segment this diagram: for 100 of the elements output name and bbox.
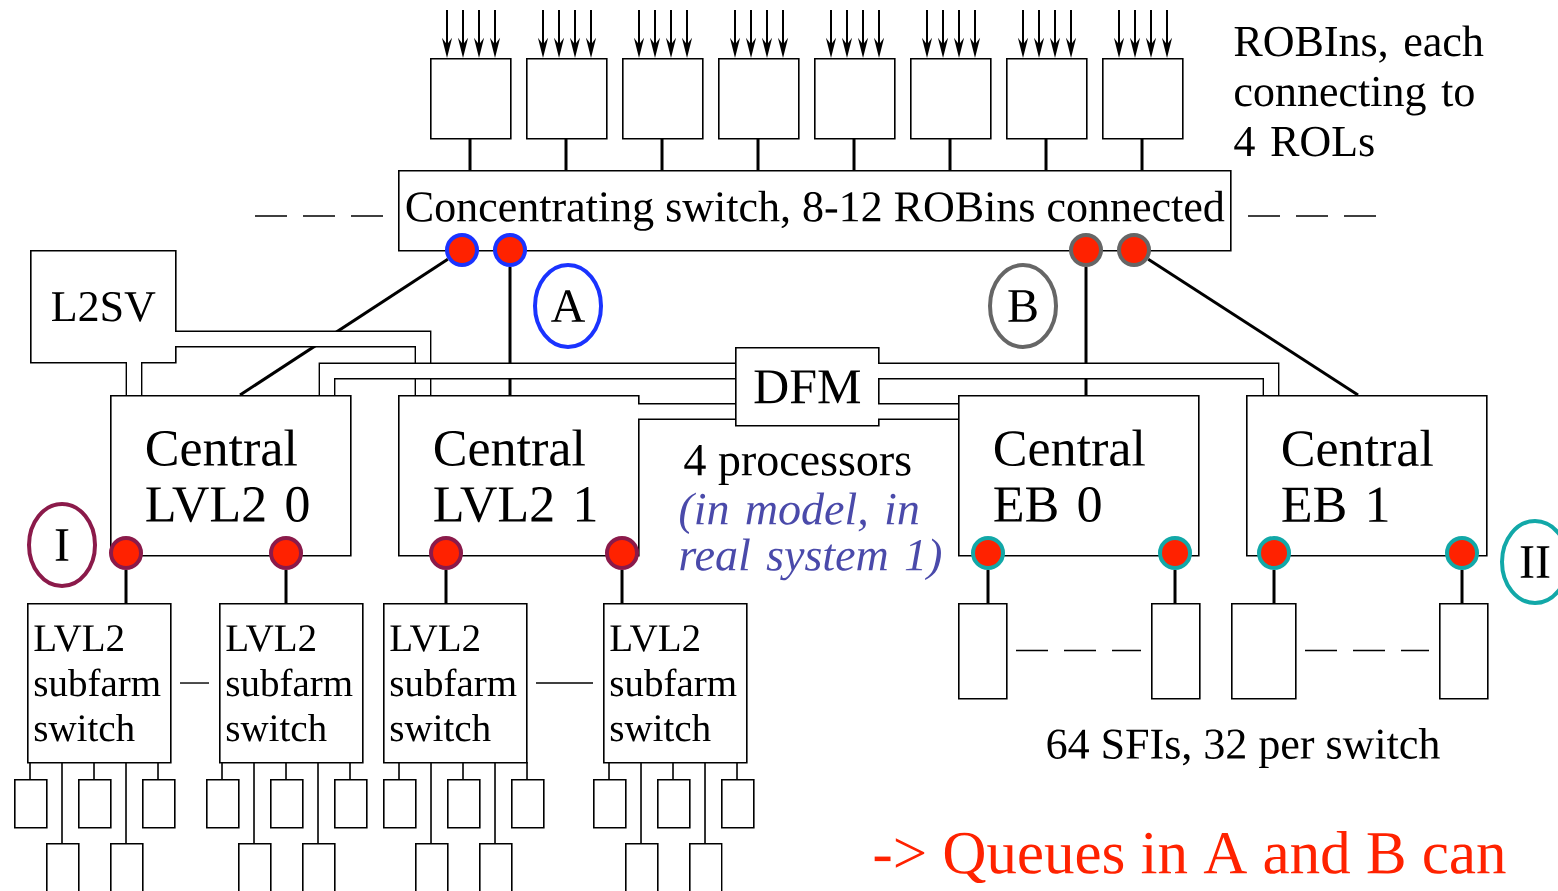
process-box: L2SV (30, 250, 177, 364)
connector-line (620, 570, 624, 603)
buffer-box (526, 58, 608, 140)
connector-line (349, 761, 351, 780)
connector-line (430, 761, 432, 844)
annotation-text: 4 processors (684, 444, 911, 486)
connector-line (462, 761, 464, 780)
node-box (14, 779, 48, 829)
process-box: DFM (735, 347, 880, 427)
connector-line (640, 761, 642, 844)
node-box (625, 843, 659, 891)
process-box: Central LVL2 0 (110, 395, 352, 557)
connector-line (93, 761, 95, 780)
connector-line (736, 761, 738, 780)
connector-line (1015, 649, 1142, 652)
port-dot (109, 536, 143, 570)
buffer-box (718, 58, 800, 140)
connector-line (1272, 570, 1276, 603)
switch-box: LVL2 subfarm switch (603, 603, 748, 764)
process-box: Central EB 0 (958, 395, 1200, 557)
connector-line (672, 761, 674, 780)
switch-box: Concentrating switch, 8-12 ROBins connected (398, 170, 1232, 252)
node-box (110, 843, 144, 891)
node-box (238, 843, 272, 891)
port-dot (269, 536, 303, 570)
connector-line (1044, 138, 1048, 170)
connector-line (704, 761, 706, 844)
connector-line (239, 258, 449, 397)
connector-line (1147, 258, 1359, 397)
connector-line (61, 761, 63, 844)
connector-line (660, 138, 664, 170)
process-box: Central LVL2 1 (398, 395, 640, 557)
connector-line (948, 138, 952, 170)
node-box (302, 843, 336, 891)
switch-box: LVL2 subfarm switch (219, 603, 364, 764)
connector-line (1460, 570, 1464, 603)
switch-box: LVL2 subfarm switch (27, 603, 172, 764)
connector-line (157, 761, 159, 780)
node-box (721, 779, 755, 829)
annotation-text: -> Queues in A and B can (874, 830, 1506, 884)
buffer-box (430, 58, 512, 140)
port-dot (1069, 233, 1103, 267)
buffer-box (622, 58, 704, 140)
connector-line (179, 682, 210, 684)
node-box (657, 779, 691, 829)
sfi-box (1151, 603, 1201, 700)
buffer-box (1102, 58, 1184, 140)
connector-line (221, 761, 223, 780)
connector-line (508, 267, 512, 395)
node-box (78, 779, 112, 829)
port-dot (429, 536, 463, 570)
node-box (46, 843, 80, 891)
switch-box: LVL2 subfarm switch (383, 603, 528, 764)
annotation-text: ROBIns, each connecting to 4 ROLs (1234, 25, 1484, 157)
connector-line (986, 570, 990, 603)
connector-line (564, 138, 568, 170)
connector-line (285, 761, 287, 780)
node-box (334, 779, 368, 829)
connector-line (494, 761, 496, 844)
double-line (878, 362, 1280, 395)
double-line (125, 362, 143, 395)
node-box (270, 779, 304, 829)
port-dot (1257, 536, 1291, 570)
double-line (318, 362, 735, 395)
connector-line (756, 138, 760, 170)
connector-line (398, 761, 400, 780)
connector-line (29, 761, 31, 780)
node-box (479, 843, 513, 891)
port-dot (605, 536, 639, 570)
node-box (511, 779, 545, 829)
node-box (593, 779, 627, 829)
connector-line (317, 761, 319, 844)
node-box (206, 779, 240, 829)
connector-line (124, 570, 128, 603)
node-box (415, 843, 449, 891)
port-dot (1158, 536, 1192, 570)
connector-line (535, 682, 594, 684)
connector-line (526, 761, 528, 780)
buffer-box (1006, 58, 1088, 140)
connector-line (1304, 649, 1430, 652)
annotation-text: (in model, in real system 1) (680, 492, 941, 581)
connector-line (1173, 570, 1177, 603)
connector-line (284, 570, 288, 603)
port-dot (445, 233, 479, 267)
double-line (175, 330, 432, 395)
port-dot (1117, 233, 1151, 267)
port-dot (1445, 536, 1479, 570)
sfi-box (1439, 603, 1489, 700)
sfi-box (1231, 603, 1297, 700)
buffer-box (814, 58, 896, 140)
double-line (638, 403, 735, 420)
buffer-box (910, 58, 992, 140)
connector-line (608, 761, 610, 780)
connector-line (1084, 267, 1088, 395)
port-dot (971, 536, 1005, 570)
process-box: Central EB 1 (1246, 395, 1488, 557)
port-dot (493, 233, 527, 267)
double-line (878, 403, 958, 420)
node-box (383, 779, 417, 829)
annotation-text: 64 SFIs, 32 per switch (1047, 728, 1440, 768)
